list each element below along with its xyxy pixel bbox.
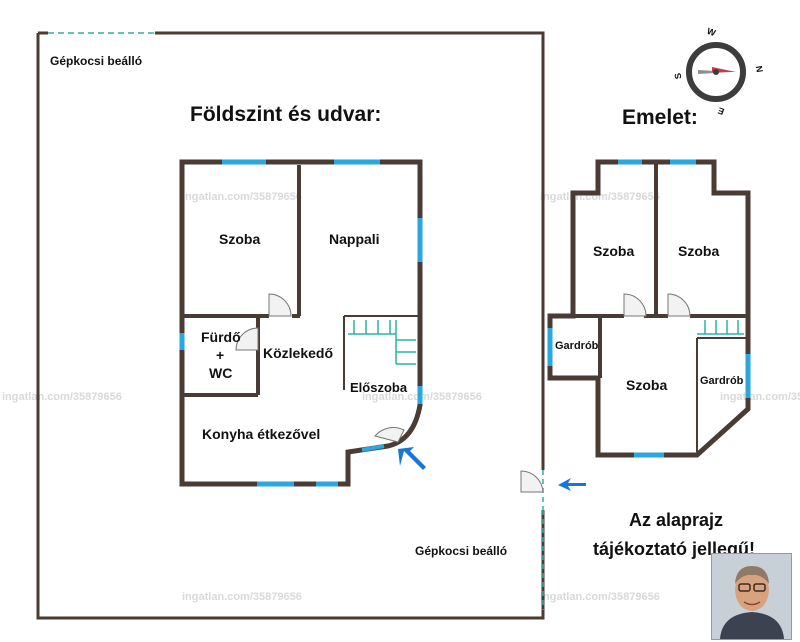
agent-photo <box>711 553 792 640</box>
person-icon <box>712 554 791 639</box>
ground-floor-plan <box>179 159 423 487</box>
ground-floor-title: Földszint és udvar: <box>190 103 382 126</box>
upper-room-label-szoba-right: Szoba <box>678 243 720 259</box>
room-label-konyha: Konyha étkezővel <box>202 426 321 442</box>
entrance-arrow-icon <box>558 478 586 491</box>
stairs <box>697 320 744 335</box>
room-label-wc: WC <box>209 365 233 381</box>
room-label-nappali: Nappali <box>329 231 380 247</box>
watermark-text: ingatlan.com/35879656 <box>182 191 302 203</box>
watermark-text: ingatlan.com/35879656 <box>720 391 800 403</box>
upper-room-label-szoba-left: Szoba <box>593 243 635 259</box>
door-swing <box>268 293 292 317</box>
watermark-text: ingatlan.com/35879656 <box>540 191 660 203</box>
compass-icon <box>686 42 746 102</box>
watermark-text: ingatlan.com/35879656 <box>540 591 660 603</box>
room-label-kozlekedo: Közlekedő <box>263 345 334 361</box>
room-label-szoba: Szoba <box>219 231 261 247</box>
upper-floor-plan <box>547 159 751 458</box>
upper-doors <box>623 293 691 317</box>
upper-floor-title: Emelet: <box>622 106 698 129</box>
room-label-furdo-plus: + <box>216 347 225 363</box>
yard-boundary <box>36 31 545 620</box>
stairs <box>348 320 416 365</box>
door-swing <box>374 427 405 443</box>
driveway-label-bottom: Gépkocsi beálló <box>415 544 508 558</box>
upper-room-label-gardrob-right: Gardrób <box>700 375 744 387</box>
entrance-arrows <box>398 447 586 491</box>
upper-room-label-szoba-bottom: Szoba <box>626 377 668 393</box>
ground-doors <box>235 293 405 443</box>
watermark-text: ingatlan.com/35879656 <box>2 391 122 403</box>
door-swing <box>623 293 647 317</box>
driveway-label-top: Gépkocsi beálló <box>50 54 143 68</box>
room-label-eloszoba: Előszoba <box>350 380 408 395</box>
notice-line-1: Az alaprajz <box>629 510 724 530</box>
upper-room-label-gardrob-left: Gardrób <box>555 340 599 352</box>
watermark-text: ingatlan.com/35879656 <box>182 591 302 603</box>
door-swing <box>235 327 259 351</box>
door-swing <box>667 293 691 317</box>
room-label-furdo: Fürdő <box>201 329 241 345</box>
gate-door-swing <box>520 470 544 493</box>
entrance-arrow-icon <box>398 447 426 470</box>
